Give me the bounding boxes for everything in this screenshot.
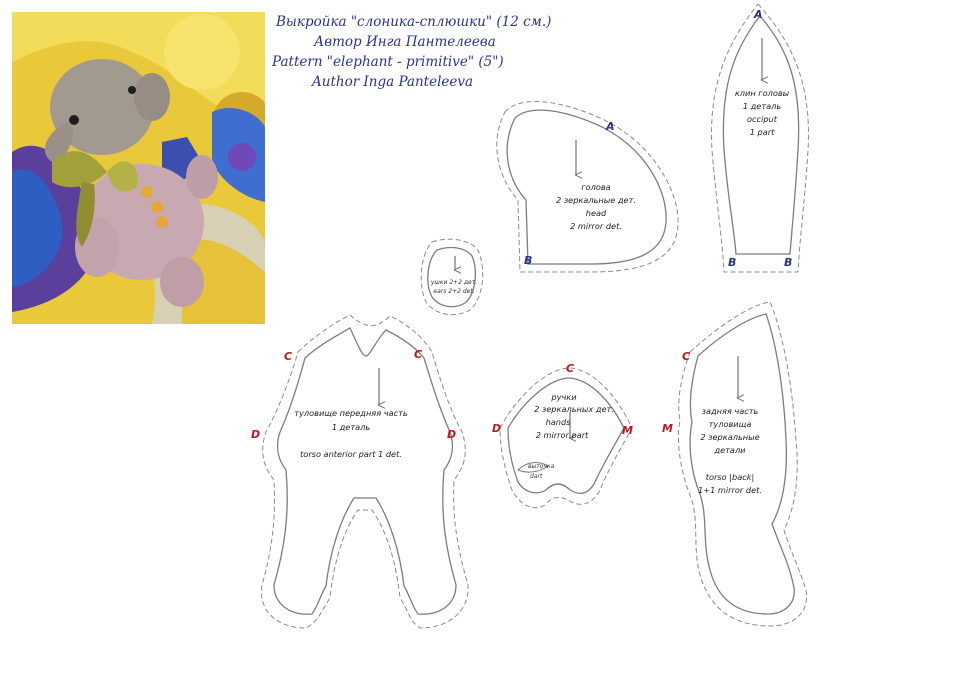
toy-photo-illustration bbox=[12, 12, 265, 324]
torso-front-label-2: 1 деталь bbox=[332, 422, 371, 432]
torso-back-mark-m: M bbox=[662, 422, 673, 435]
torso-back-mark-c: C bbox=[682, 350, 690, 363]
torso-front-mark-c-right: C bbox=[414, 348, 422, 361]
piece-occiput: A B B клин головы 1 деталь occiput 1 par… bbox=[711, 3, 809, 273]
ears-label-2: ears 2+2 det. bbox=[433, 288, 474, 295]
head-mark-b: B bbox=[524, 254, 532, 267]
hands-dart-label-2: dart bbox=[530, 473, 543, 480]
hands-label-2: 2 зеркальных дет. bbox=[534, 404, 614, 414]
hands-dart-label-1: выточка bbox=[528, 463, 555, 470]
title-line-en: Pattern "elephant - primitive" (5") bbox=[272, 54, 504, 70]
occiput-label-1: клин головы bbox=[735, 88, 790, 98]
toy-photo bbox=[12, 12, 265, 324]
piece-torso-back: C M задняя часть туловища 2 зеркальные д… bbox=[662, 301, 808, 627]
torso-front-mark-d-left: D bbox=[251, 428, 260, 441]
piece-head: A B голова 2 зеркальные дет. head 2 mirr… bbox=[496, 101, 679, 273]
occiput-mark-a: A bbox=[753, 8, 763, 21]
hands-label-3: hands bbox=[546, 417, 572, 427]
occiput-label-3: occiput bbox=[747, 114, 778, 124]
torso-back-label-5: torso |back| bbox=[706, 472, 754, 482]
hands-mark-d: D bbox=[492, 422, 501, 435]
torso-back-label-2: туловища bbox=[709, 419, 752, 429]
occiput-mark-b-right: B bbox=[784, 256, 792, 269]
torso-back-label-1: задняя часть bbox=[702, 406, 759, 416]
torso-front-label-1: туловище передняя часть bbox=[294, 408, 408, 418]
author-line-ru: Автор Инга Пантелеева bbox=[314, 34, 496, 50]
hands-mark-c: C bbox=[566, 362, 574, 375]
head-label-1: голова bbox=[581, 182, 610, 192]
hands-mark-m: M bbox=[622, 424, 633, 437]
hands-label-1: ручки bbox=[550, 392, 577, 402]
head-label-3: head bbox=[586, 208, 607, 218]
occiput-label-4: 1 part bbox=[750, 127, 775, 137]
torso-back-label-3: 2 зеркальные bbox=[700, 432, 759, 442]
head-label-2: 2 зеркальные дет. bbox=[556, 195, 636, 205]
piece-hands: C D M ручки 2 зеркальных дет. hands 2 mi… bbox=[492, 362, 633, 509]
torso-back-label-4: детали bbox=[713, 445, 746, 455]
occiput-mark-b-left: B bbox=[728, 256, 736, 269]
piece-ears: ушки 2+2 дет. ears 2+2 det. bbox=[420, 238, 484, 316]
title-line-ru: Выкройка "слоника-сплюшки" (12 см.) bbox=[276, 14, 552, 30]
hands-label-4: 2 mirror part bbox=[536, 430, 589, 440]
head-label-4: 2 mirror det. bbox=[570, 221, 622, 231]
torso-back-label-6: 1+1 mirror det. bbox=[698, 485, 762, 495]
piece-torso-front: C C D D туловище передняя часть 1 деталь… bbox=[251, 314, 469, 629]
torso-front-label-3: torso anterior part 1 det. bbox=[300, 449, 402, 459]
author-line-en: Author Inga Panteleeva bbox=[312, 74, 474, 90]
head-mark-a: A bbox=[605, 120, 615, 133]
ears-label-1: ушки 2+2 дет. bbox=[430, 279, 477, 286]
occiput-label-2: 1 деталь bbox=[743, 101, 782, 111]
torso-front-mark-d-right: D bbox=[447, 428, 456, 441]
pattern-title: Выкройка "слоника-сплюшки" (12 см.) Авто… bbox=[268, 12, 568, 92]
torso-front-mark-c-left: C bbox=[284, 350, 292, 363]
